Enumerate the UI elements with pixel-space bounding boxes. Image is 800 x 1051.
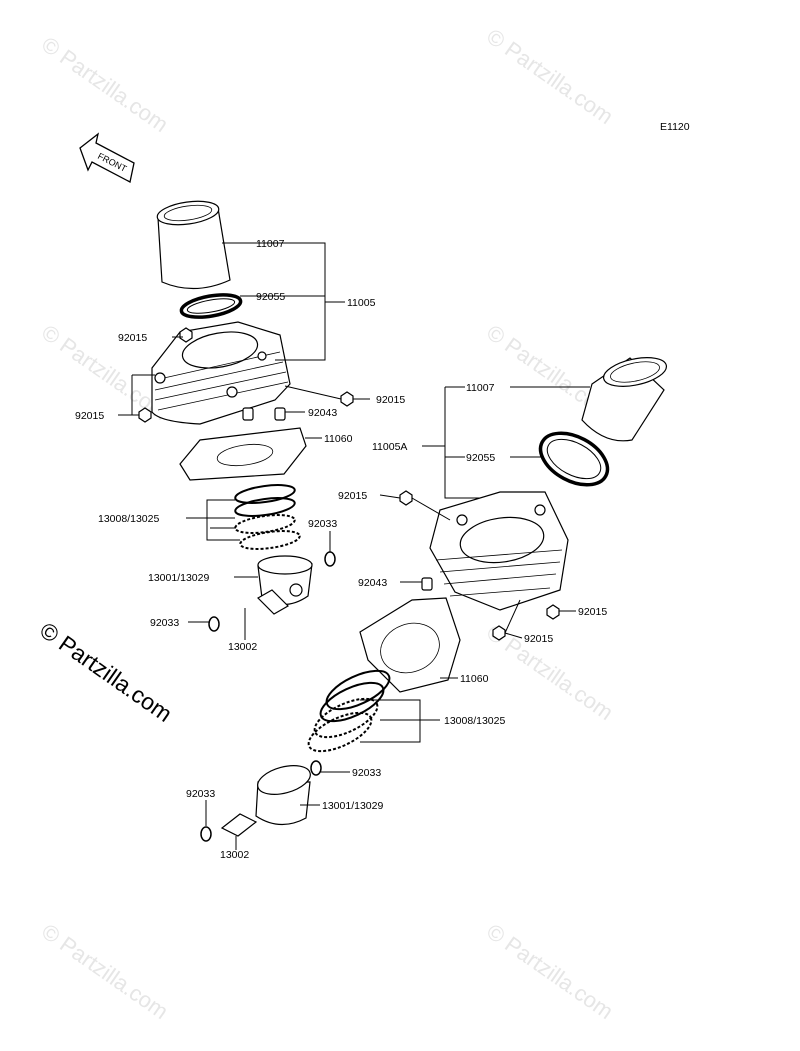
leader-lines-right (205, 386, 590, 850)
label-r-92015-c: 92015 (524, 633, 553, 645)
bolt-nut-92015-right-c (492, 625, 506, 641)
gasket-top (179, 427, 307, 481)
label-top-92033-a: 92033 (308, 518, 337, 530)
dowel-pin-92043-right (421, 577, 433, 591)
label-r-92015-a: 92015 (338, 490, 367, 502)
watermark-bottom-left: © Partzilla.com (37, 919, 173, 1025)
label-top-13001: 13001/13029 (148, 572, 209, 584)
circlip-92033-right-b (200, 826, 212, 842)
watermark-bottom-right: © Partzilla.com (482, 919, 618, 1025)
piston-right (255, 765, 311, 826)
front-arrow-icon: FRONT (79, 132, 135, 183)
label-top-11060: 11060 (324, 433, 353, 445)
diagram-code: E1120 (660, 121, 690, 133)
cylinder-sleeve-top (156, 200, 231, 290)
o-ring-right (538, 431, 610, 487)
o-ring-top (179, 293, 243, 319)
label-top-92043: 92043 (308, 407, 337, 419)
label-top-13008: 13008/13025 (98, 513, 159, 525)
label-top-11007: 11007 (256, 238, 285, 250)
label-r-92043: 92043 (358, 577, 387, 589)
label-r-92055: 92055 (466, 452, 495, 464)
bolt-nut-92015-top-b (138, 407, 152, 423)
label-r-13002: 13002 (220, 849, 249, 861)
label-top-92033-b: 92033 (150, 617, 179, 629)
watermark-large: © Partzilla.com (35, 617, 177, 727)
circlip-92033-top-b (208, 616, 220, 632)
gasket-right (359, 597, 461, 693)
label-r-92033-a: 92033 (352, 767, 381, 779)
label-r-13001: 13001/13029 (322, 800, 383, 812)
label-r-11005A: 11005A (372, 441, 407, 453)
circlip-92033-right-a (310, 760, 322, 776)
cylinder-sleeve-right (581, 357, 668, 442)
piston-rings-right (307, 669, 391, 753)
label-r-11060: 11060 (460, 673, 489, 685)
label-top-92015-a: 92015 (118, 332, 147, 344)
circlip-92033-top-a (324, 551, 336, 567)
label-top-92015-b: 92015 (75, 410, 104, 422)
piston-rings-top (234, 484, 301, 550)
label-r-13008: 13008/13025 (444, 715, 505, 727)
watermark-top-left: © Partzilla.com (37, 32, 173, 138)
label-top-13002: 13002 (228, 641, 257, 653)
cylinder-block-right (429, 491, 569, 611)
bolt-nut-92015-right-b (546, 604, 560, 620)
label-top-92055: 92055 (256, 291, 285, 303)
label-top-92015-c: 92015 (376, 394, 405, 406)
label-r-92015-b: 92015 (578, 606, 607, 618)
label-r-92033-b: 92033 (186, 788, 215, 800)
bolt-nut-92015-top-a (179, 327, 193, 343)
leader-lines-top (118, 242, 370, 640)
bolt-nut-92015-top-c (340, 391, 354, 407)
label-top-11005: 11005 (347, 297, 376, 309)
watermark-top-right: © Partzilla.com (482, 24, 618, 130)
piston-pin-right (220, 813, 258, 837)
label-r-11007: 11007 (466, 382, 495, 394)
bolt-nut-92015-right-a (399, 490, 413, 506)
cylinder-block-top (151, 321, 291, 425)
dowel-pin-92043-top (242, 407, 286, 421)
piston-pin-top (257, 589, 289, 615)
